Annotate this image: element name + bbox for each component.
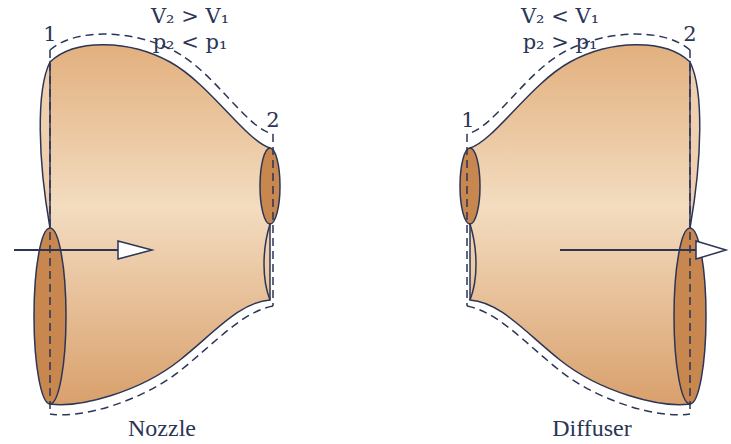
section-number: 1 bbox=[43, 24, 56, 45]
diffuser-shape bbox=[460, 34, 706, 415]
device-caption: Nozzle bbox=[128, 416, 196, 440]
flow-arrow bbox=[560, 241, 726, 259]
nozzle-shape bbox=[34, 34, 280, 415]
flow-arrow bbox=[14, 241, 152, 259]
section-number: 2 bbox=[683, 24, 696, 45]
flow-condition: V₂ < V₁ bbox=[521, 6, 599, 27]
section-number: 1 bbox=[461, 110, 474, 131]
flow-condition: p₂ > p₁ bbox=[523, 32, 598, 53]
section-number: 2 bbox=[266, 110, 279, 131]
device-caption: Diffuser bbox=[552, 416, 632, 440]
flow-condition: V₂ > V₁ bbox=[151, 6, 229, 27]
flow-condition: p₂ < p₁ bbox=[153, 32, 228, 53]
